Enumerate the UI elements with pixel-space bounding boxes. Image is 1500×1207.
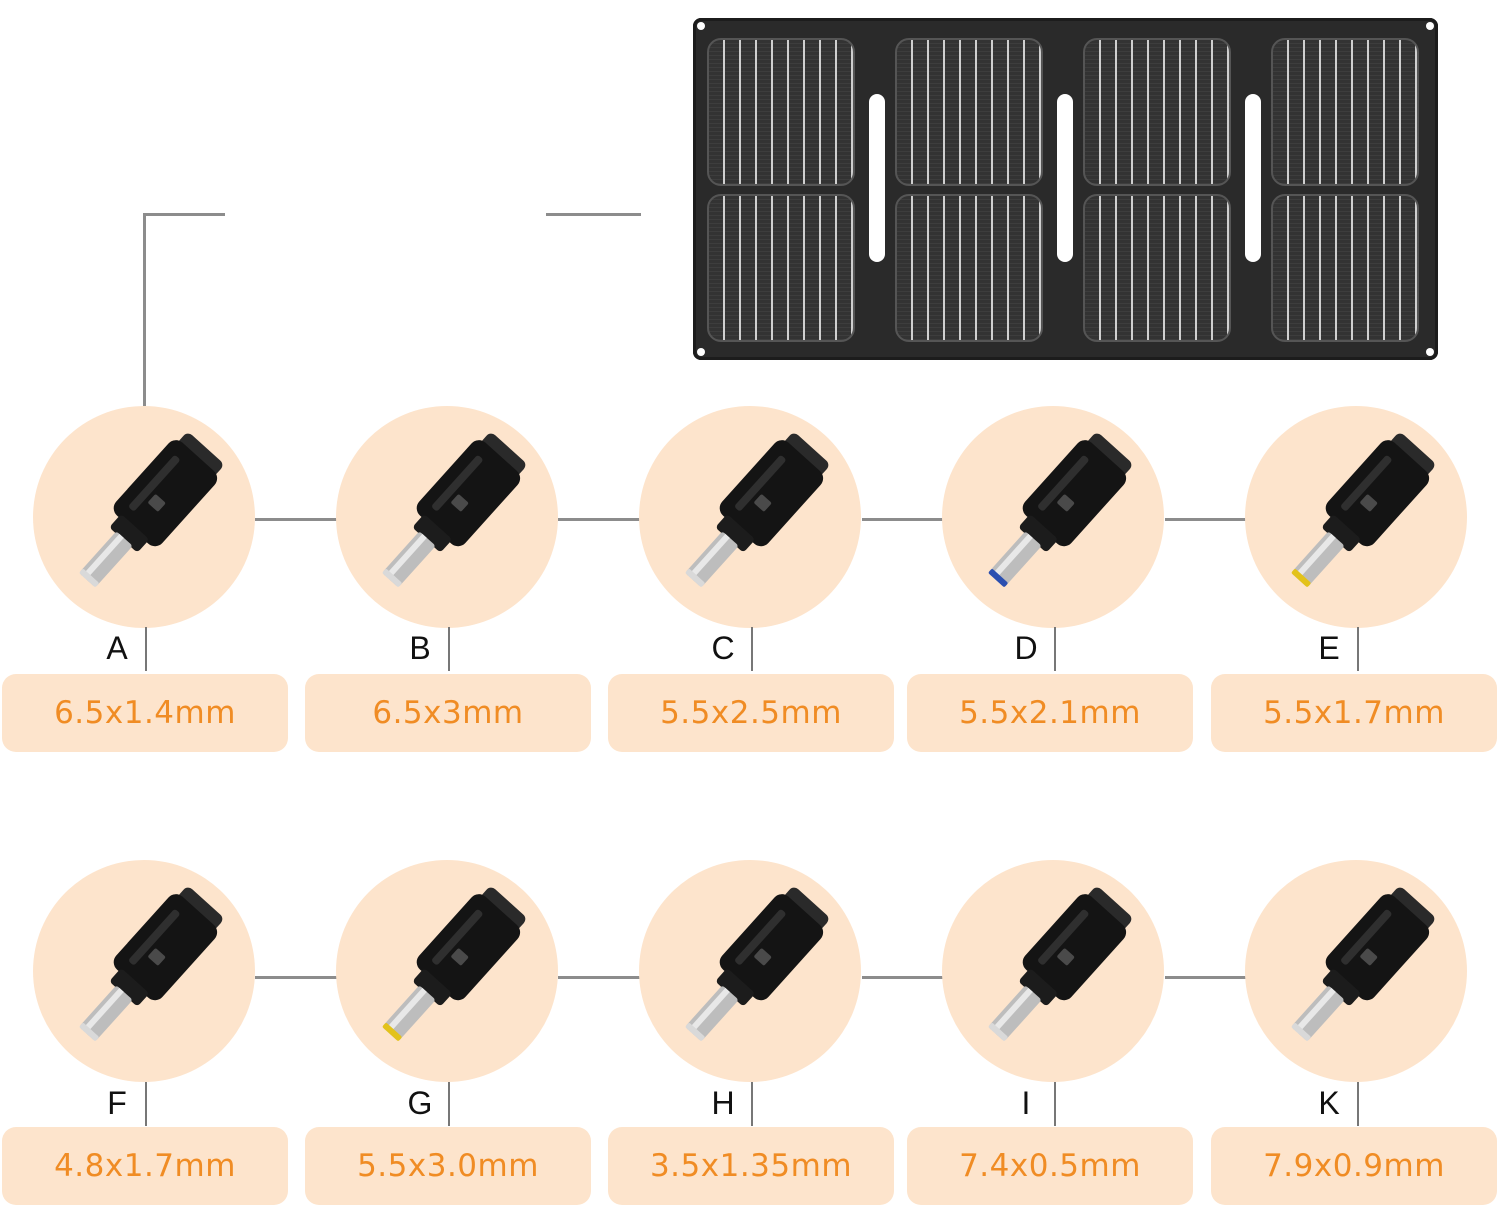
adapter-letter: B <box>409 630 431 666</box>
adapter-tick <box>145 1082 147 1126</box>
adapter-letter: E <box>1318 630 1340 666</box>
panel-mount-hole <box>1426 348 1434 356</box>
solar-cell <box>1083 38 1231 186</box>
adapter-size-label: 5.5x1.7mm <box>1211 674 1497 752</box>
dc-plug-icon <box>79 433 223 587</box>
adapter-g <box>336 860 558 1082</box>
connector-top-right <box>546 213 641 216</box>
dc-plug-icon <box>382 887 526 1041</box>
adapter-e <box>1245 406 1467 628</box>
solar-cell <box>707 194 855 342</box>
solar-panel-icon <box>693 18 1438 360</box>
adapter-size-label: 6.5x3mm <box>305 674 591 752</box>
panel-fold-slot <box>1245 94 1261 262</box>
adapter-tick <box>1054 627 1056 671</box>
connector-row1-4 <box>1165 518 1247 521</box>
adapter-tick <box>1357 1082 1359 1126</box>
adapter-tick <box>1357 627 1359 671</box>
adapter-b <box>336 406 558 628</box>
panel-mount-hole <box>697 348 705 356</box>
adapter-tick <box>751 1082 753 1126</box>
adapter-size-label: 5.5x2.1mm <box>907 674 1193 752</box>
adapter-letter: I <box>1021 1085 1031 1121</box>
adapter-letter: H <box>711 1085 735 1121</box>
adapter-letter: C <box>711 630 735 666</box>
dc-plug-icon <box>382 433 526 587</box>
connector-row2-1 <box>255 976 337 979</box>
connector-row1-2 <box>558 518 640 521</box>
dc-plug-icon <box>988 887 1132 1041</box>
solar-cell <box>1271 194 1419 342</box>
adapter-size-label: 6.5x1.4mm <box>2 674 288 752</box>
connector-top-left <box>143 213 225 216</box>
solar-cell <box>707 38 855 186</box>
adapter-tick <box>145 627 147 671</box>
adapter-d <box>942 406 1164 628</box>
panel-fold-slot <box>1057 94 1073 262</box>
dc-plug-icon <box>685 433 829 587</box>
panel-mount-hole <box>697 22 705 30</box>
solar-cell <box>895 194 1043 342</box>
adapter-size-label: 4.8x1.7mm <box>2 1127 288 1205</box>
dc-plug-icon <box>1291 433 1435 587</box>
adapter-letter: D <box>1014 630 1038 666</box>
solar-cell <box>1083 194 1231 342</box>
adapter-letter: K <box>1318 1085 1340 1121</box>
adapter-size-label: 5.5x3.0mm <box>305 1127 591 1205</box>
panel-fold-slot <box>869 94 885 262</box>
solar-cell <box>1271 38 1419 186</box>
adapter-size-label: 7.4x0.5mm <box>907 1127 1193 1205</box>
connector-row1-3 <box>862 518 944 521</box>
adapter-size-label: 5.5x2.5mm <box>608 674 894 752</box>
adapter-tick <box>1054 1082 1056 1126</box>
dc-plug-icon <box>1291 887 1435 1041</box>
adapter-tick <box>448 627 450 671</box>
dc-plug-icon <box>79 887 223 1041</box>
dc-plug-icon <box>988 433 1132 587</box>
adapter-tick <box>448 1082 450 1126</box>
adapter-f <box>33 860 255 1082</box>
panel-module <box>1083 38 1231 344</box>
panel-module <box>707 38 855 344</box>
adapter-tick <box>751 627 753 671</box>
dc-plug-icon <box>685 887 829 1041</box>
panel-module <box>895 38 1043 344</box>
adapter-k <box>1245 860 1467 1082</box>
adapter-c <box>639 406 861 628</box>
adapter-size-label: 3.5x1.35mm <box>608 1127 894 1205</box>
connector-row2-3 <box>862 976 944 979</box>
adapter-i <box>942 860 1164 1082</box>
connector-vertical <box>143 213 146 406</box>
connector-row1-1 <box>255 518 337 521</box>
connector-row2-2 <box>558 976 640 979</box>
adapter-size-label: 7.9x0.9mm <box>1211 1127 1497 1205</box>
panel-mount-hole <box>1426 22 1434 30</box>
adapter-a <box>33 406 255 628</box>
adapter-h <box>639 860 861 1082</box>
solar-cell <box>895 38 1043 186</box>
adapter-letter: F <box>107 1085 127 1121</box>
connector-row2-4 <box>1165 976 1247 979</box>
adapter-letter: A <box>106 630 128 666</box>
panel-module <box>1271 38 1419 344</box>
adapter-letter: G <box>407 1085 433 1121</box>
